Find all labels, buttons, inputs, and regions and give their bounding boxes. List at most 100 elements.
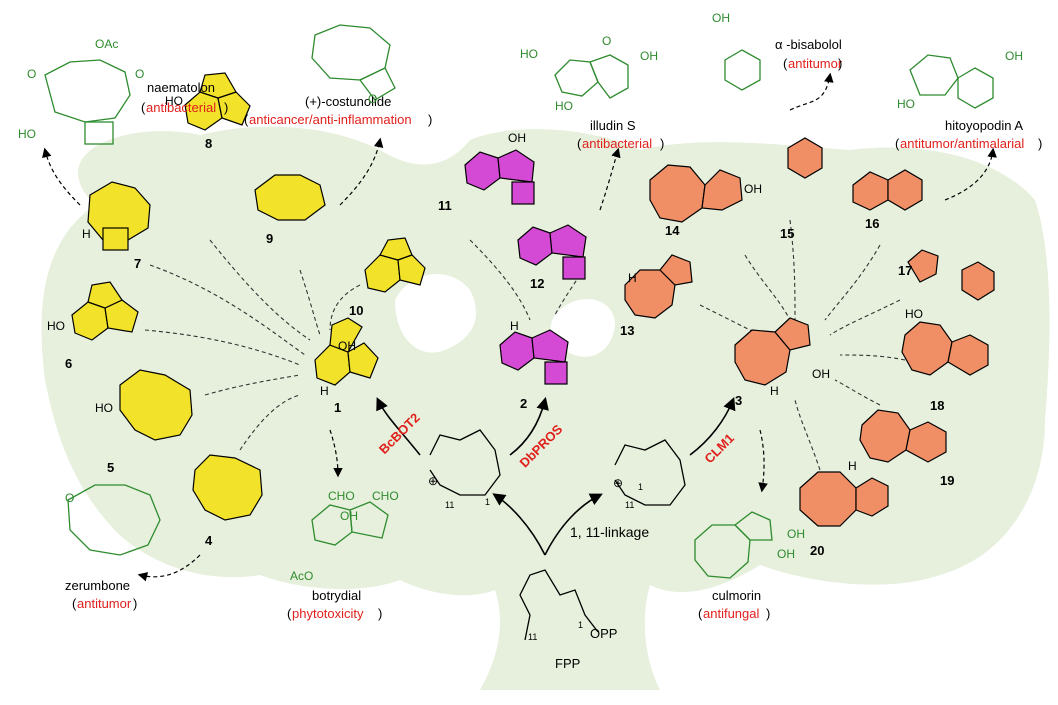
fpp-label: FPP — [555, 656, 580, 671]
compound-number-19: 19 — [940, 473, 954, 488]
compound-11-oh: OH — [508, 131, 526, 145]
compound-6-ho: HO — [47, 319, 65, 333]
compound-14 — [649, 164, 743, 223]
compound-number-20: 20 — [810, 543, 824, 558]
compound-number-15: 15 — [780, 226, 794, 241]
compound-7 — [87, 181, 151, 251]
compound-number-16: 16 — [865, 216, 879, 231]
left-locant-1: 1 — [485, 497, 490, 507]
compound-13 — [624, 254, 693, 319]
linkage-label: 1, 11-linkage — [570, 524, 649, 540]
illudin-paren-open: ( — [577, 136, 582, 151]
botrydial-paren-open: ( — [287, 606, 292, 621]
compound-14-oh: OH — [744, 182, 762, 196]
compound-number-10: 10 — [349, 303, 363, 318]
canopy-hole — [395, 273, 476, 353]
compound-7-h: H — [82, 227, 91, 241]
costunolide-name: (+)-costunolide — [305, 94, 391, 109]
left-cation-structure — [429, 429, 501, 496]
left-locant-11: 11 — [445, 500, 454, 510]
zerumbone-paren-open: ( — [72, 596, 77, 611]
right-locant-1: 1 — [638, 482, 643, 492]
compound-5 — [119, 369, 193, 441]
compound-number-9: 9 — [266, 231, 273, 246]
compound-3 — [734, 317, 811, 386]
compound-number-7: 7 — [134, 256, 141, 271]
hitoyopodin-structure — [909, 54, 994, 109]
illudin-ho-bottom: HO — [555, 99, 573, 113]
hitoyopodin-paren-open: ( — [895, 136, 900, 151]
compound-8 — [184, 72, 251, 131]
botrydial-paren-close: ) — [378, 606, 382, 621]
illudin-o: O — [602, 34, 611, 48]
culmorin-oh-bottom: OH — [777, 547, 795, 561]
fpp-locant-1: 1 — [578, 620, 583, 630]
botrydial-cho-left: CHO — [328, 489, 355, 503]
compound-19 — [859, 409, 947, 463]
zerumbone-paren-close: ) — [133, 596, 137, 611]
compound-number-3: 3 — [735, 393, 742, 408]
hitoyopodin-oh: OH — [1005, 49, 1023, 63]
compound-11 — [464, 149, 535, 205]
naematolon-oac: OAc — [95, 37, 118, 51]
costunolide-activity: anticancer/anti-inflammation — [249, 112, 412, 127]
naematolon-paren-close: ) — [224, 100, 228, 115]
compound-number-11: 11 — [438, 198, 452, 213]
botrydial-aco: AcO — [290, 569, 313, 583]
illudin-ho-top: HO — [520, 47, 538, 61]
botrydial-oh: OH — [340, 509, 358, 523]
costunolide-paren-close: ) — [428, 112, 432, 127]
compound-number-17: 17 — [898, 263, 912, 278]
compound-1-oh: OH — [338, 339, 356, 353]
naematolon-o-left: O — [27, 67, 36, 81]
compound-1 — [314, 317, 379, 386]
compound-9 — [254, 174, 326, 221]
illudin-name: illudin S — [590, 118, 636, 133]
costunolide-structure — [311, 24, 396, 101]
culmorin-paren-open: ( — [698, 606, 703, 621]
left-cation-symbol: ⊕ — [428, 474, 438, 488]
compound-2 — [499, 329, 569, 385]
compound-1-h: H — [320, 384, 329, 398]
zerumbone-activity: antitumor — [77, 596, 132, 611]
costunolide-o: O — [368, 92, 377, 106]
dashed-arrows — [42, 72, 997, 582]
fpp-opp-label: OPP — [590, 626, 617, 641]
naematolon-structure — [44, 59, 131, 145]
compound-number-6: 6 — [65, 356, 72, 371]
culmorin-structure — [694, 511, 773, 579]
illudin-activity: antibacterial — [582, 136, 652, 151]
right-locant-11: 11 — [625, 500, 634, 510]
compound-5-ho: HO — [95, 401, 113, 415]
compound-number-2: 2 — [520, 396, 527, 411]
enzyme-arrows — [376, 396, 736, 556]
compound-16 — [852, 169, 923, 211]
hitoyopodin-paren-close: ) — [1038, 136, 1042, 151]
compound-13-h: H — [628, 271, 637, 285]
compound-3-oh: OH — [812, 367, 830, 381]
compound-number-1: 1 — [334, 400, 341, 415]
bisabolol-paren-close: ) — [838, 56, 842, 71]
compound-number-8: 8 — [205, 136, 212, 151]
compound-20-h: H — [848, 459, 857, 473]
illudin-paren-close: ) — [660, 136, 664, 151]
fpp-structure — [519, 569, 599, 641]
bisabolol-activity: antitumor — [788, 56, 843, 71]
compound-17 — [907, 249, 995, 301]
compound-8-ho: HO — [165, 94, 183, 108]
tree-background — [41, 126, 1050, 690]
compound-number-14: 14 — [665, 223, 680, 238]
bisabolol-structure — [724, 49, 761, 91]
zerumbone-structure — [67, 484, 161, 556]
culmorin-oh-top: OH — [787, 527, 805, 541]
fpp-locant-11: 11 — [528, 632, 537, 642]
compound-10 — [364, 237, 426, 293]
compound-12 — [517, 224, 587, 280]
naematolon-o-right: O — [135, 67, 144, 81]
compound-number-18: 18 — [930, 398, 944, 413]
illudin-oh: OH — [640, 49, 658, 63]
compound-2-h: H — [510, 319, 519, 333]
naematolon-name: naematolon — [147, 80, 215, 95]
dashed-connectors — [144, 219, 906, 471]
bisabolol-paren-open: ( — [783, 56, 788, 71]
